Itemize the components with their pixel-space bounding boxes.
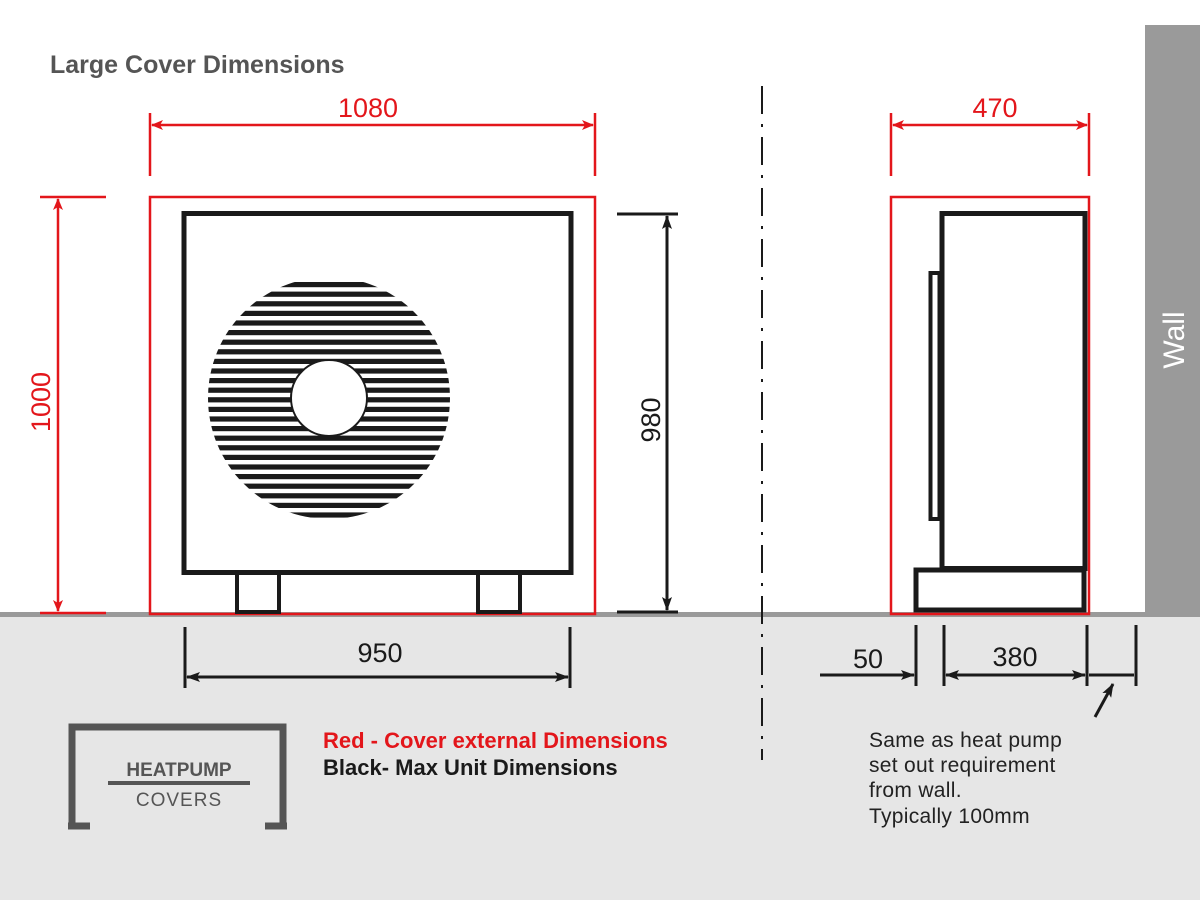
fan-grille-bar [208, 493, 450, 499]
front-unit-foot-right [476, 571, 522, 614]
dim-cover-width: 1080 [338, 93, 398, 123]
note-pointer-arrow [1093, 683, 1115, 718]
fan-hub-icon [290, 359, 368, 437]
fan-grille-bar [208, 330, 450, 336]
front-cover-outline [148, 195, 597, 616]
logo-line-1: HEATPUMP [126, 760, 232, 781]
fan-grille-bar [208, 320, 450, 326]
fan-grille-bar [208, 454, 450, 460]
note-line-2: set out requirement [869, 754, 1056, 777]
wall-label: Wall [1158, 311, 1191, 368]
ground-area [0, 614, 1200, 900]
legend-red: Red - Cover external Dimensions [323, 728, 668, 753]
fan-grille-bar [208, 349, 450, 355]
front-unit-body [181, 211, 574, 575]
dim-cover-depth: 470 [972, 93, 1017, 123]
logo-line-2: COVERS [136, 790, 222, 811]
fan-grille-bar [208, 445, 450, 451]
fan-grille-bar [208, 435, 450, 441]
dim-unit-width: 950 [357, 638, 402, 668]
page-title: Large Cover Dimensions [50, 51, 345, 79]
dim-gap-50: 50 [853, 644, 883, 674]
heatpump-covers-logo: HEATPUMP COVERS [68, 723, 287, 830]
side-unit-base [913, 567, 1087, 613]
fan-grille-bar [208, 310, 450, 316]
side-grille-protrusion [928, 271, 942, 521]
fan-grille-bar [208, 464, 450, 470]
fan-grille-bar [208, 282, 450, 288]
wall [1145, 25, 1200, 617]
fan-grille-bar [208, 483, 450, 489]
fan-grille-bar [208, 291, 450, 297]
fan-grille-bar [208, 502, 450, 508]
note-line-3: from wall. [869, 779, 962, 802]
side-unit-body [939, 211, 1088, 571]
note-line-1: Same as heat pump [869, 729, 1062, 752]
legend-black: Black- Max Unit Dimensions [323, 755, 618, 780]
fan-grille-bar [208, 339, 450, 345]
dim-cover-height: 1000 [26, 372, 56, 432]
fan-grille-bar [208, 474, 450, 480]
dim-unit-height: 980 [636, 397, 666, 442]
fan-grille-bar [208, 512, 450, 518]
side-cover-outline [889, 195, 1091, 616]
front-unit-foot-left [235, 571, 281, 614]
fan-grille-bar [208, 301, 450, 307]
note-line-4: Typically 100mm [869, 805, 1030, 828]
dim-unit-depth: 380 [992, 642, 1037, 672]
